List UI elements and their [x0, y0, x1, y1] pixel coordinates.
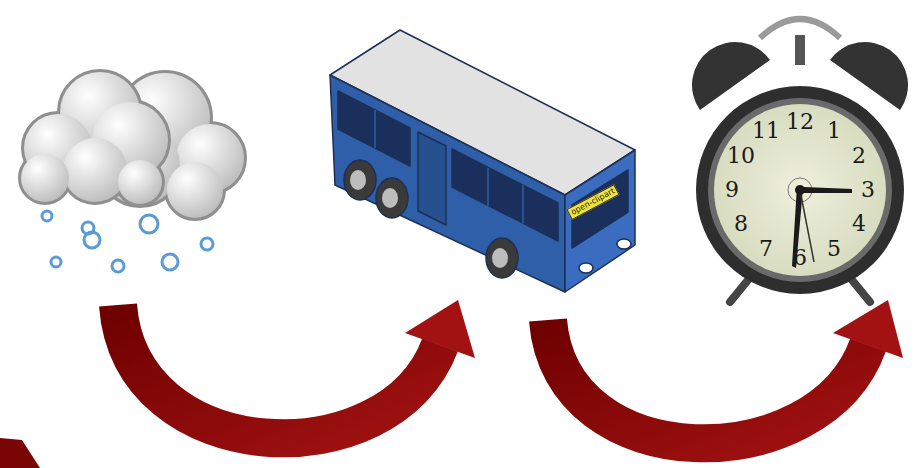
clock-numeral: 5	[819, 236, 849, 262]
snow-cloud	[21, 72, 244, 272]
clock-numeral: 1	[819, 118, 849, 144]
flow-arrow	[548, 300, 903, 443]
flow-arrow	[118, 300, 475, 438]
clock-numeral: 9	[717, 177, 747, 203]
clock-numeral: 7	[751, 236, 781, 262]
bus	[330, 30, 635, 292]
arrow-fragment	[0, 438, 40, 468]
clock-numeral: 4	[844, 211, 874, 237]
clock-numeral: 2	[844, 143, 874, 169]
clock-numeral: 11	[751, 118, 781, 144]
clock-numeral: 3	[853, 177, 883, 203]
clock-numeral: 6	[785, 245, 815, 271]
clock-numeral: 10	[726, 143, 756, 169]
clock-numeral: 12	[785, 109, 815, 135]
clock-numeral: 8	[726, 211, 756, 237]
alarm-clock	[692, 19, 908, 302]
